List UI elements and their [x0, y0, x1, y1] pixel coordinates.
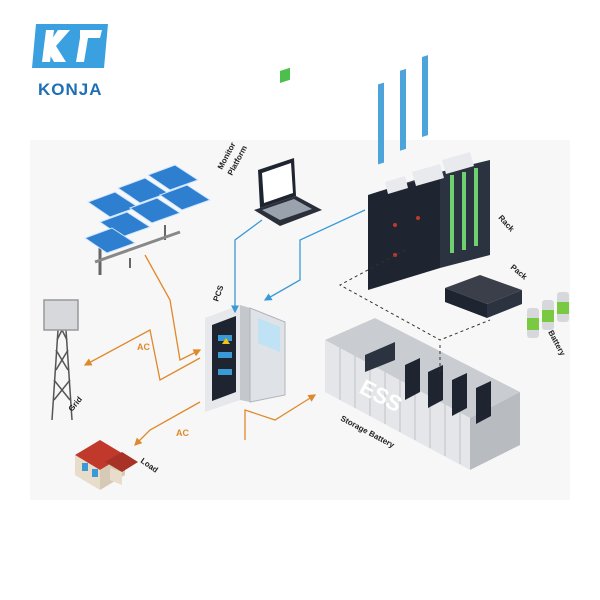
solar-panel-icon [83, 164, 212, 275]
grid-tower-icon [43, 299, 79, 421]
ac-connection-lines [83, 254, 317, 446]
dashed-connection-lines [338, 249, 491, 375]
battery-pack-icon [445, 275, 522, 318]
ac-grid-label: AC [137, 342, 150, 352]
laptop-icon [254, 67, 322, 226]
data-connection-lines [231, 209, 366, 314]
container-icon [325, 318, 520, 470]
pcs-cabinet-icon [205, 305, 286, 412]
ac-load-label: AC [176, 428, 189, 438]
konja-logo-icon [32, 24, 108, 68]
battery-cells-icon [527, 292, 569, 338]
server-rack-icon [368, 55, 490, 290]
house-icon [75, 440, 138, 490]
brand-name: KONJA [38, 80, 103, 99]
